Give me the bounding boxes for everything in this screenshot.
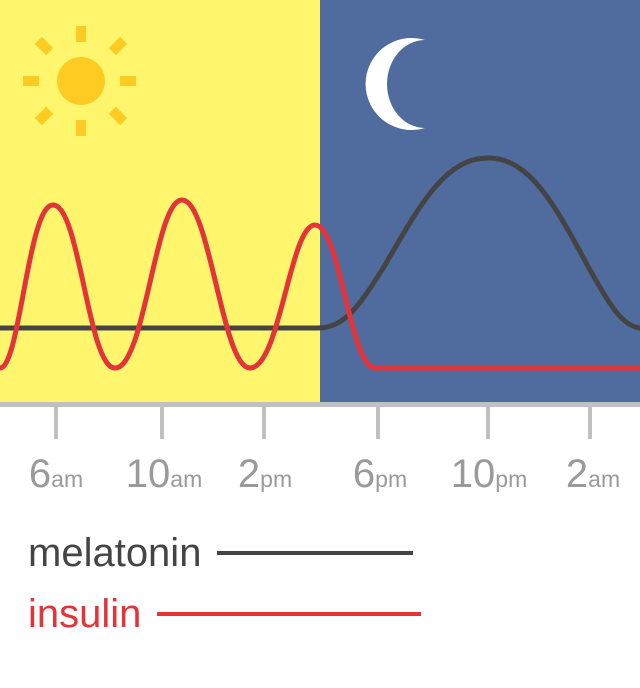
night-background bbox=[320, 0, 640, 402]
tick-label-6pm: 6pm bbox=[352, 452, 408, 496]
legend-label-insulin: insulin bbox=[28, 592, 142, 636]
axis-tick bbox=[160, 407, 164, 439]
axis-tick bbox=[376, 407, 380, 439]
moon-icon bbox=[365, 37, 425, 130]
legend-swatch-insulin bbox=[157, 612, 422, 616]
axis-tick bbox=[262, 407, 266, 439]
legend-label-melatonin: melatonin bbox=[28, 531, 202, 575]
sun-icon bbox=[23, 26, 136, 136]
tick-label-2am: 2am bbox=[565, 452, 621, 496]
tick-label-6am: 6am bbox=[28, 452, 84, 496]
tick-label-2pm: 2pm bbox=[237, 452, 293, 496]
tick-label-10am: 10am bbox=[125, 452, 203, 496]
axis-tick bbox=[588, 407, 592, 439]
insulin-curve bbox=[0, 197, 640, 371]
axis-tick bbox=[54, 407, 58, 439]
day-background bbox=[0, 0, 320, 402]
legend-melatonin: melatonin bbox=[28, 531, 414, 575]
tick-label-10pm: 10pm bbox=[450, 452, 528, 496]
axis-tick bbox=[486, 407, 490, 439]
legend-swatch-melatonin bbox=[217, 551, 414, 555]
melatonin-curve bbox=[0, 155, 640, 331]
time-axis bbox=[0, 402, 640, 407]
diagram-canvas bbox=[0, 0, 640, 439]
legend-insulin: insulin bbox=[28, 592, 422, 636]
